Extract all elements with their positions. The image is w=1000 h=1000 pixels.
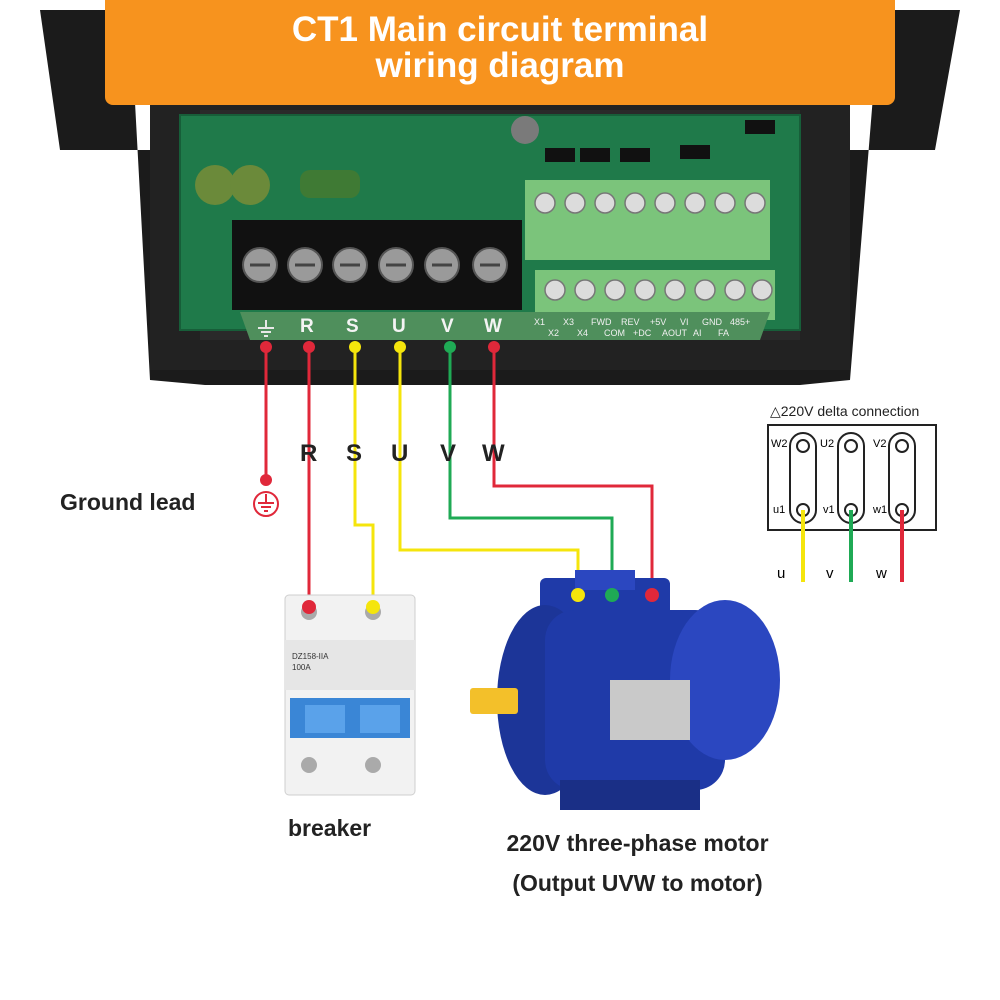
w-wire <box>492 347 654 595</box>
page-title: CT1 Main circuit terminal wiring diagram <box>105 12 895 84</box>
ground-icon <box>253 491 279 517</box>
delta-terminal-v1: v1 <box>823 504 835 516</box>
breaker-model: DZ158-IIA <box>292 652 329 661</box>
pin-label: X1 <box>534 317 546 327</box>
delta-connection-diagram <box>767 424 937 582</box>
pin-label: AI <box>693 328 702 338</box>
v-wire <box>448 347 614 595</box>
pin-label: REV <box>621 317 640 327</box>
s-wire <box>353 347 375 605</box>
terminal-label-v: V <box>441 316 454 337</box>
terminal-label-w: W <box>484 316 502 337</box>
phase-label-w: W <box>482 440 505 467</box>
phase-label-s: S <box>346 440 363 467</box>
terminal-label-strip <box>240 312 770 340</box>
motor-label: 220V three-phase motor <box>506 830 769 856</box>
delta-terminal-w2: W2 <box>771 438 788 450</box>
delta-phase-u: u <box>777 565 786 582</box>
ground-symbol-strip <box>258 320 274 337</box>
pin-label: GND <box>702 317 722 327</box>
phase-label-v: V <box>440 440 457 467</box>
pin-label: AOUT <box>662 328 688 338</box>
breaker-icon <box>284 594 416 796</box>
pin-label: FA <box>718 328 730 338</box>
pin-label: COM <box>604 328 625 338</box>
wires <box>264 347 654 605</box>
delta-phase-v: v <box>826 565 834 582</box>
main-terminal-block <box>232 220 522 310</box>
pin-label: VI <box>680 317 689 327</box>
delta-terminal-u1: u1 <box>773 504 786 516</box>
terminal-label-u: U <box>392 316 406 337</box>
delta-phase-w: w <box>876 565 887 582</box>
terminal-label-r: R <box>300 316 314 337</box>
delta-terminal-w1: w1 <box>873 504 888 516</box>
motor-note: (Output UVW to motor) <box>512 870 763 896</box>
delta-title: △220V delta connection <box>770 403 920 419</box>
pin-label: FWD <box>591 317 612 327</box>
wire-terminal-dots <box>260 341 500 486</box>
pin-label: X4 <box>577 328 589 338</box>
pin-label: 485+ <box>730 317 751 327</box>
title-banner <box>105 0 895 105</box>
title-line-1: CT1 Main circuit terminal <box>291 10 709 49</box>
pin-label: X2 <box>548 328 560 338</box>
breaker-rating: 100A <box>292 663 311 672</box>
delta-terminal-u2: U2 <box>820 438 835 450</box>
pin-label: +5V <box>650 317 667 327</box>
pin-label: +DC <box>633 328 652 338</box>
pin-label: X3 <box>563 317 575 327</box>
breaker-label: breaker <box>288 815 372 841</box>
title-line-2: wiring diagram <box>375 46 625 85</box>
control-terminal-block <box>525 180 775 320</box>
phase-label-u: U <box>391 440 409 467</box>
motor-icon <box>470 570 780 810</box>
delta-terminal-v2: V2 <box>873 438 887 450</box>
terminal-label-s: S <box>346 316 359 337</box>
ground-lead-label: Ground lead <box>60 489 196 515</box>
phase-label-r: R <box>300 440 318 467</box>
